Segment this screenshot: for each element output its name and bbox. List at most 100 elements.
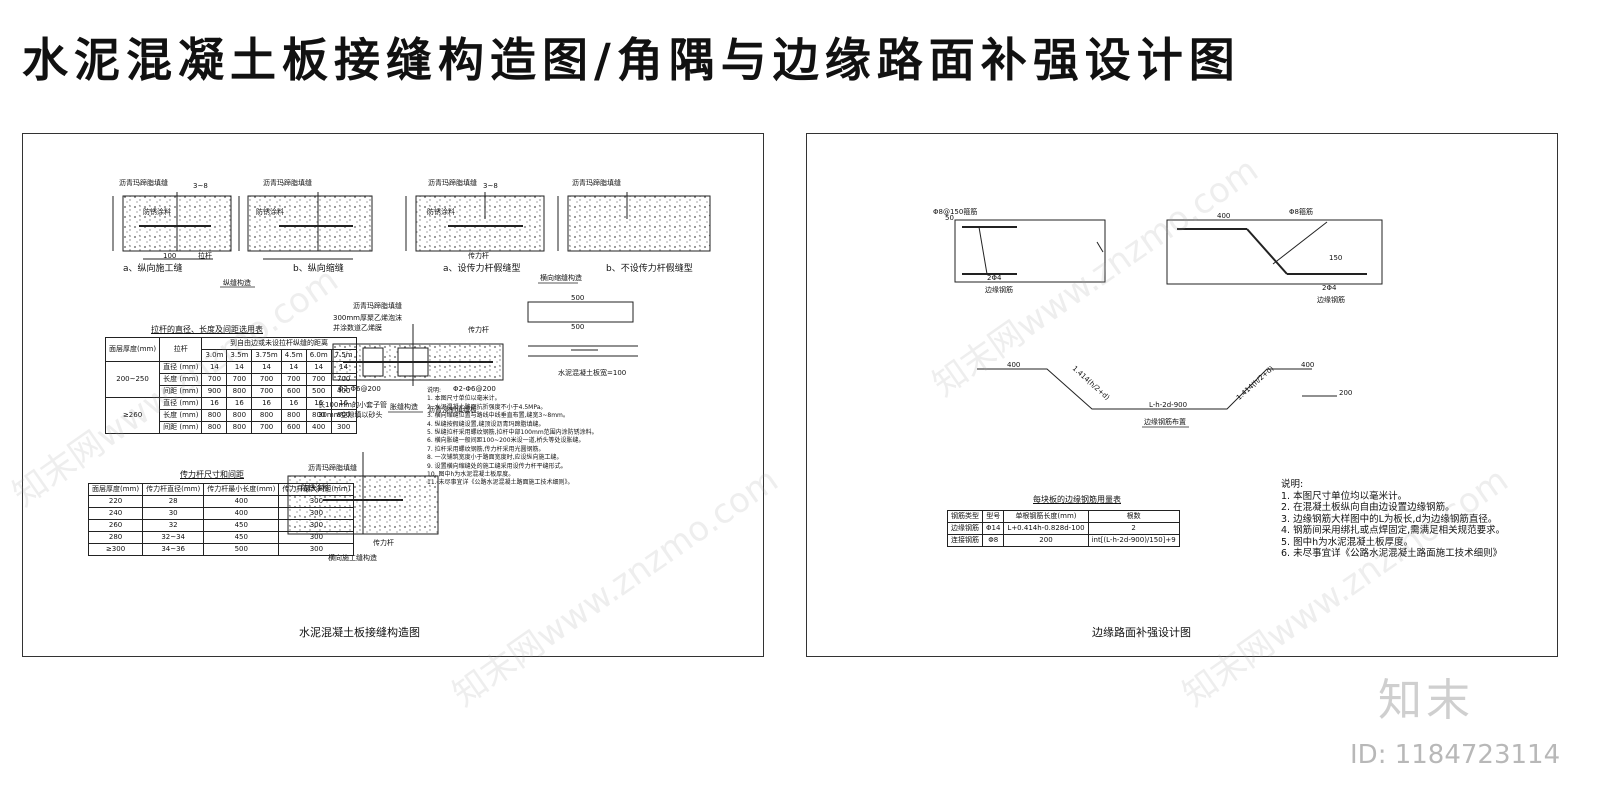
tie-bar-table-title: 拉杆的直径、长度及间距选用表	[151, 325, 263, 334]
caption-longitudinal-construction-joint: a、纵向施工缝	[123, 264, 183, 274]
table-cell: 16	[251, 397, 282, 410]
caption-longitudinal-shrink-joint: b、纵向缩缝	[293, 264, 344, 274]
label-dim-100: 100	[163, 252, 177, 260]
left-notes: 说明:1. 本图尺寸单位以毫米计。2. 水泥混凝土路面抗折强度不小于4.5MPa…	[427, 387, 598, 488]
table-cell: 32	[142, 519, 205, 532]
table-cell: ≥260	[104, 397, 161, 434]
note-line: 2. 水泥混凝土路面抗折强度不小于4.5MPa。	[427, 403, 547, 411]
table-row: 面层厚度(mm)传力杆直径(mm)传力杆最小长度(mm)传力杆最大间距(mm)	[87, 483, 355, 496]
label-dim-150: 150	[1329, 254, 1343, 262]
left-drawing-sheet: a、纵向施工缝 b、纵向缩缝 a、设传力杆假缝型 b、不设传力杆假缝型 纵缝构造…	[22, 133, 764, 657]
table-cell: 300	[278, 507, 355, 520]
table-cell: 800	[226, 409, 253, 422]
table-cell: 14	[201, 361, 228, 374]
table-cell: 700	[305, 373, 332, 386]
table-cell: 边缘钢筋	[947, 522, 983, 535]
note-line: 9. 设置横向缩缝处的施工缝采用设传力杆平缝形式。	[427, 462, 567, 470]
dowel-table: 面层厚度(mm)传力杆直径(mm)传力杆最小长度(mm)传力杆最大间距(mm)2…	[87, 483, 355, 556]
table-cell: 6.0m	[305, 349, 332, 362]
table-cell: 14	[305, 361, 332, 374]
right-sheet-title: 边缘路面补强设计图	[1092, 626, 1191, 639]
table-cell: 800	[280, 409, 307, 422]
note-line: 说明:	[427, 387, 442, 394]
table-cell: 连接钢筋	[947, 534, 983, 547]
table-cell: 200~250	[104, 361, 161, 398]
table-cell: 面层厚度(mm)	[104, 337, 161, 362]
label-asphalt-4: 沥青玛蹄脂填缝	[572, 179, 621, 187]
label-tie-bar: 拉杆	[198, 252, 212, 260]
label-asphalt-1: 沥青玛蹄脂填缝	[119, 179, 168, 187]
caption-transverse-shrink: 横向缩缝构造	[540, 274, 582, 282]
note-line: 5. 纵缝拉杆采用螺纹钢筋,拉杆中部100mm范围内涂防锈涂料。	[427, 429, 598, 437]
label-dim-400: 400	[1217, 212, 1231, 220]
table-cell: 传力杆最大间距(mm)	[278, 483, 355, 496]
table-cell: 800	[226, 421, 253, 434]
table-cell: 16	[330, 397, 357, 410]
note-line: 1. 本图尺寸单位均以毫米计。	[1281, 490, 1408, 502]
table-cell: 500	[305, 385, 332, 398]
table-cell: 800	[226, 385, 253, 398]
label-dowel-3: 传力杆	[373, 539, 394, 547]
table-cell: 传力杆直径(mm)	[142, 483, 205, 496]
table-cell: 16	[280, 397, 307, 410]
label-dim-500b: 500	[571, 323, 585, 331]
label-dowel-2: 传力杆	[468, 326, 489, 334]
label-2phi-left: 2Φ4	[987, 274, 1002, 282]
table-cell: 200	[1003, 534, 1089, 547]
caption-edge-layout: 边缘钢筋布置	[1144, 418, 1186, 426]
caption-dowel-dummy-joint: a、设传力杆假缝型	[443, 264, 521, 274]
right-drawing-sheet: Φ8@150箍筋 Φ8箍筋 400 2Φ4 2Φ4 边缘钢筋 边缘钢筋 50 1…	[806, 133, 1558, 657]
note-line: 3. 横向缩缝位置与路线中线垂直布置,缝宽3~8mm。	[427, 412, 569, 420]
table-cell: 钢筋类型	[947, 510, 983, 523]
label-asphalt-2: 沥青玛蹄脂填缝	[263, 179, 312, 187]
table-cell: 3.5m	[226, 349, 253, 362]
label-anti-rust-2: 防锈涂料	[256, 208, 284, 216]
table-cell: Φ14	[981, 522, 1005, 535]
table-cell: 300	[278, 543, 355, 556]
table-cell: 700	[201, 373, 228, 386]
label-asphalt-5: 沥青玛蹄脂填缝	[353, 302, 402, 310]
table-cell: 300	[278, 531, 355, 544]
note-line: 4. 钢筋间采用绑扎或点焊固定,需满足相关规范要求。	[1281, 525, 1506, 536]
table-cell: 450	[203, 519, 280, 532]
table-cell: 600	[280, 385, 307, 398]
table-cell: 3.0m	[201, 349, 228, 362]
table-cell: 700	[251, 421, 282, 434]
label-edge-rebar-right: 边缘钢筋	[1317, 296, 1345, 304]
table-cell: Φ8	[981, 534, 1005, 547]
label-stirrup-150: Φ8@150箍筋	[933, 208, 978, 216]
table-cell: 4.5m	[280, 349, 307, 362]
table-cell: 300	[278, 495, 355, 508]
table-cell: 700	[226, 373, 253, 386]
table-cell: 700	[330, 373, 357, 386]
table-cell: 400	[203, 507, 280, 520]
table-cell: 16	[201, 397, 228, 410]
table-cell: 32~34	[142, 531, 205, 544]
label-asphalt-3: 沥青玛蹄脂填缝	[428, 179, 477, 187]
table-cell: 34~36	[142, 543, 205, 556]
note-line: 8. 一次铺筑宽度小于路面宽度时,应设纵向施工缝。	[427, 454, 563, 462]
table-cell: 28	[142, 495, 205, 508]
dowel-table-title: 传力杆尺寸和间距	[180, 470, 244, 479]
table-cell: 直径 (mm)	[159, 397, 203, 410]
note-line: 6. 未尽事宜详《公路水泥混凝土路面施工技术细则》	[1281, 548, 1503, 559]
label-edge-rebar-left: 边缘钢筋	[985, 286, 1013, 294]
table-cell: 900	[201, 385, 228, 398]
label-dim-500a: 500	[571, 294, 585, 302]
table-cell: 14	[330, 361, 357, 374]
label-2phi-right: 2Φ4	[1322, 284, 1337, 292]
caption-expansion-joint: 胀缝构造	[390, 403, 418, 411]
note-line: 6. 横向胀缝一般间距100~200米设一道,桥头等处设胀缝。	[427, 437, 585, 445]
label-phi-2a: Φ2-Φ6@200	[338, 385, 381, 393]
label-anti-rust-3: 防锈涂料	[427, 208, 455, 216]
table-cell: L+0.414h-0.828d-100	[1003, 522, 1089, 535]
